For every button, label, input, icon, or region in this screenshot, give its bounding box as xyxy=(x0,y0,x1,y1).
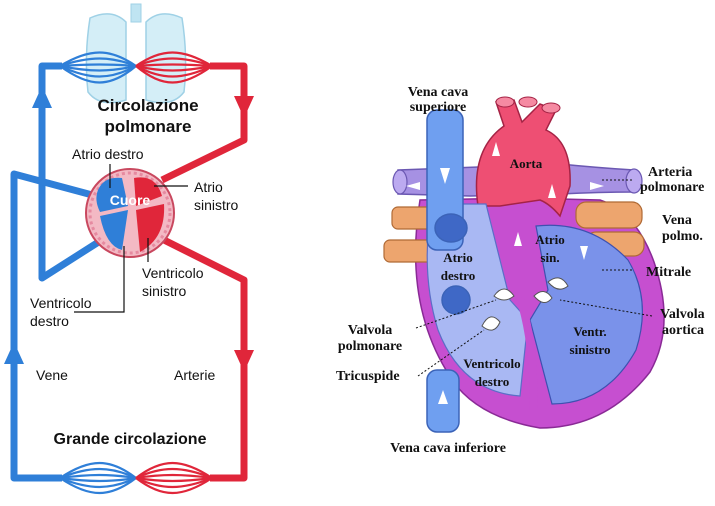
label-vena-cava-superiore-line2: superiore xyxy=(410,100,467,115)
label-ventricolo-sinistro-line1: Ventricolo xyxy=(142,265,204,281)
pulmonary-circulation-title-line1: Circolazione xyxy=(97,96,198,115)
label-vena-cava-superiore-line1: Vena cava xyxy=(408,85,469,100)
schema-labels: Circolazione polmonare Atrio destro Atri… xyxy=(30,96,239,448)
label-valvola-polmonare-line1: Valvola xyxy=(348,323,393,338)
arrow-up-icon xyxy=(4,342,24,364)
venous-vessels xyxy=(14,66,108,478)
label-atrio-sinistro-line1: Atrio xyxy=(194,179,223,195)
label-vena-polmo-line1: Vena xyxy=(662,213,692,228)
label-ventricolo-destro-line1: Ventricolo xyxy=(463,356,520,371)
label-ventricolo-destro-line2: destro xyxy=(30,313,69,329)
label-atrio-destro: Atrio destro xyxy=(72,146,144,162)
label-arteria-polmonare-line1: Arteria xyxy=(648,165,692,180)
pulmonary-circulation-title-line2: polmonare xyxy=(105,117,192,136)
label-vene: Vene xyxy=(36,367,68,383)
label-ventricolo-sinistro-line2: sinistro xyxy=(142,283,187,299)
label-tricuspide: Tricuspide xyxy=(336,369,400,384)
label-valvola-aortica-line1: Valvola xyxy=(660,307,705,322)
label-atrio-destro-line2: destro xyxy=(441,268,475,283)
heart-anatomy: Vena cava superiore Aorta Arteria polmon… xyxy=(336,85,705,456)
label-vena-polmo-line2: polmo. xyxy=(662,229,703,244)
pulmonary-capillaries xyxy=(60,53,212,83)
label-atrio-sin-line1: Atrio xyxy=(535,232,565,247)
label-vena-cava-inferiore: Vena cava inferiore xyxy=(390,441,506,456)
label-arteria-polmonare-line2: polmonare xyxy=(640,180,704,195)
label-atrio-destro-line1: Atrio xyxy=(443,250,473,265)
arrow-down-icon xyxy=(234,96,254,118)
circulation-schema: Circolazione polmonare Atrio destro Atri… xyxy=(4,4,254,493)
label-mitrale: Mitrale xyxy=(646,265,691,280)
label-ventr-sinistro-line2: sinistro xyxy=(570,342,611,357)
label-atrio-sinistro-line2: sinistro xyxy=(194,197,239,213)
label-cuore: Cuore xyxy=(110,192,151,208)
arrow-up-icon xyxy=(32,86,52,108)
arrow-down-icon xyxy=(234,350,254,372)
label-atrio-sin-line2: sin. xyxy=(540,250,559,265)
label-ventricolo-destro-line1: Ventricolo xyxy=(30,295,92,311)
systemic-circulation-title: Grande circolazione xyxy=(54,431,207,448)
label-arterie: Arterie xyxy=(174,367,215,383)
label-aorta: Aorta xyxy=(510,156,543,171)
heart-schema xyxy=(86,169,174,257)
label-valvola-aortica-line2: aortica xyxy=(662,323,704,338)
label-valvola-polmonare-line2: polmonare xyxy=(338,339,402,354)
label-ventricolo-destro-line2: destro xyxy=(475,374,509,389)
systemic-capillaries xyxy=(60,463,212,493)
label-ventr-sinistro-line1: Ventr. xyxy=(573,324,606,339)
